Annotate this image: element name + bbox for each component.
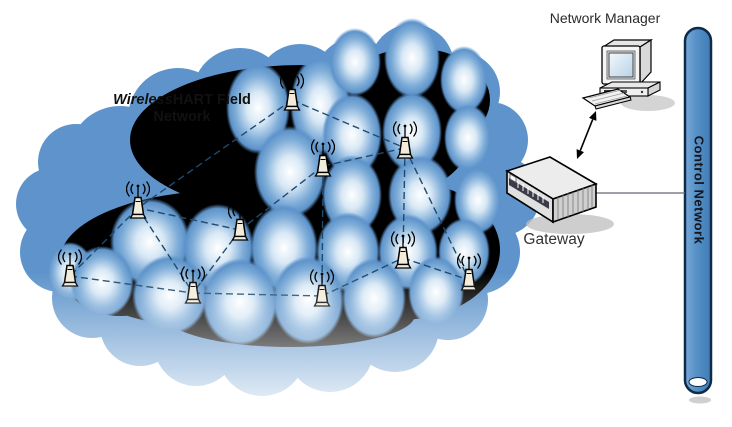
control-network-bus: Control Network [683,26,713,404]
gateway-side-vents [557,185,593,220]
monitor-side [639,38,652,86]
gateway-side-face [552,182,597,224]
field-network-label-italic: Wireless [113,92,173,108]
cloud-fade [0,272,556,427]
computer-shadow [621,95,675,111]
gateway-manager-arrow [576,111,597,159]
power-button [640,90,644,94]
mesh-link-1-3 [291,99,406,149]
network-manager-label: Network Manager [550,10,661,26]
mesh-link-4-5 [137,207,241,231]
gateway-band-marks [517,181,544,203]
drive-slot-2 [620,90,627,93]
bus-pipe [683,26,713,395]
field-network-label-line2: Network [153,109,211,125]
gateway-label: Gateway [523,231,584,248]
mesh-link-2-4 [239,165,324,231]
mesh-link-5-6 [69,207,139,277]
keyboard-edge [594,96,632,110]
monitor-screen [608,52,634,78]
mesh-link-2-3 [322,147,406,167]
bus-pipe-opening [688,377,708,387]
keyboard-keys [588,89,628,105]
gateway-device [505,156,614,234]
field-network-label-rest: HART Field [173,92,251,108]
field-network-cloud [0,18,556,427]
mesh-link-5-7 [137,207,194,294]
bus-shadow [689,396,711,404]
field-network-label: WirelessHART Field [113,92,251,108]
gateway-led [509,173,517,184]
gateway-front-band [509,178,549,209]
control-network-label: Control Network [692,136,707,245]
network-manager-computer [581,38,675,111]
mesh-link-1-5 [137,99,293,209]
